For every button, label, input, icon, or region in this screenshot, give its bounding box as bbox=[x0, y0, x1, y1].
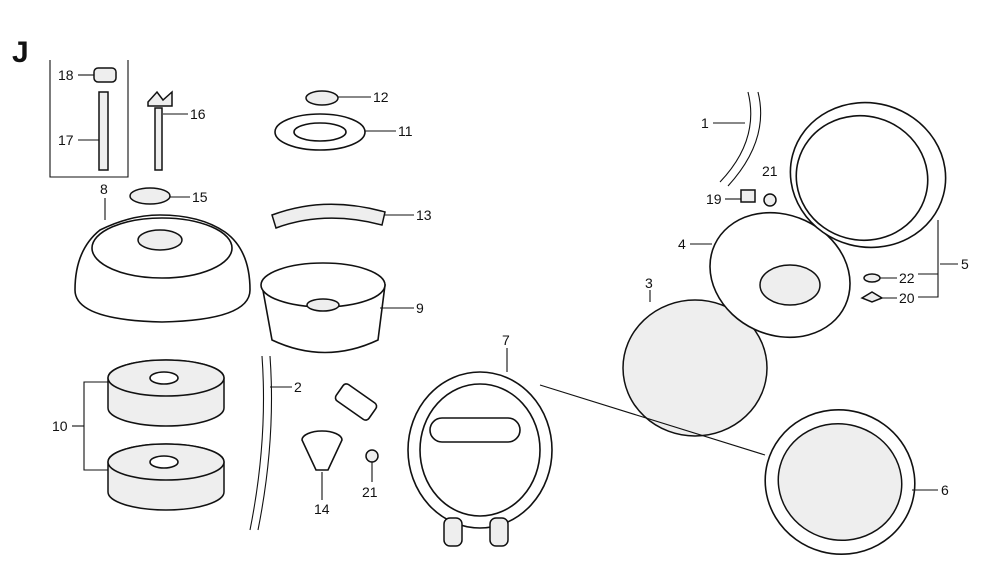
part-12-grommet bbox=[305, 90, 339, 106]
part-7-housing bbox=[407, 371, 553, 547]
part-22-washer bbox=[863, 273, 881, 283]
callout-17: 17 bbox=[58, 132, 74, 148]
callout-20: 20 bbox=[899, 290, 915, 306]
part-13-band bbox=[271, 203, 386, 229]
callout-8: 8 bbox=[100, 181, 108, 197]
callout-13: 13 bbox=[416, 207, 432, 223]
callout-2: 2 bbox=[294, 379, 302, 395]
callout-10: 10 bbox=[52, 418, 68, 434]
callout-7: 7 bbox=[502, 332, 510, 348]
callout-15: 15 bbox=[192, 189, 208, 205]
callout-11: 11 bbox=[398, 123, 413, 139]
callout-16: 16 bbox=[190, 106, 206, 122]
part-8-cover bbox=[74, 214, 251, 323]
section-letter: J bbox=[12, 36, 29, 69]
part-15-washer bbox=[129, 187, 171, 205]
part-17-stud bbox=[98, 91, 109, 171]
callout-4: 4 bbox=[678, 236, 686, 252]
part-6-grille bbox=[764, 408, 916, 556]
assembly-line bbox=[539, 384, 766, 456]
part-1-hose bbox=[719, 91, 762, 187]
part-3-filter bbox=[622, 299, 768, 437]
callout-5: 5 bbox=[961, 256, 969, 272]
callout-6: 6 bbox=[941, 482, 949, 498]
part-18-fitting bbox=[93, 67, 117, 83]
callout-3: 3 bbox=[645, 275, 653, 291]
part-21-nut bbox=[365, 449, 379, 463]
part-5-outer-housing bbox=[789, 101, 947, 249]
callout-14: 14 bbox=[314, 501, 330, 517]
part-20-wing-nut bbox=[860, 291, 884, 303]
part-16-wing-bolt bbox=[147, 90, 173, 171]
leader-lines bbox=[72, 74, 958, 500]
part-2-tube bbox=[249, 355, 273, 531]
callout-22: 22 bbox=[899, 270, 915, 286]
part-10-foam-elements bbox=[107, 359, 225, 511]
part-11-plate bbox=[274, 113, 366, 151]
part-19-collar bbox=[740, 189, 756, 203]
callout-21-right: 21 bbox=[762, 163, 778, 179]
callout-9: 9 bbox=[416, 300, 424, 316]
part-4-plate bbox=[709, 211, 851, 339]
part-14-elbow bbox=[301, 383, 378, 471]
callout-19: 19 bbox=[706, 191, 722, 207]
callout-12: 12 bbox=[373, 89, 389, 105]
callout-18: 18 bbox=[58, 67, 74, 83]
inset-frame bbox=[49, 60, 129, 178]
callout-1: 1 bbox=[701, 115, 709, 131]
part-9-case bbox=[260, 262, 386, 354]
part-21-nut-right bbox=[763, 193, 777, 207]
callout-21: 21 bbox=[362, 484, 378, 500]
